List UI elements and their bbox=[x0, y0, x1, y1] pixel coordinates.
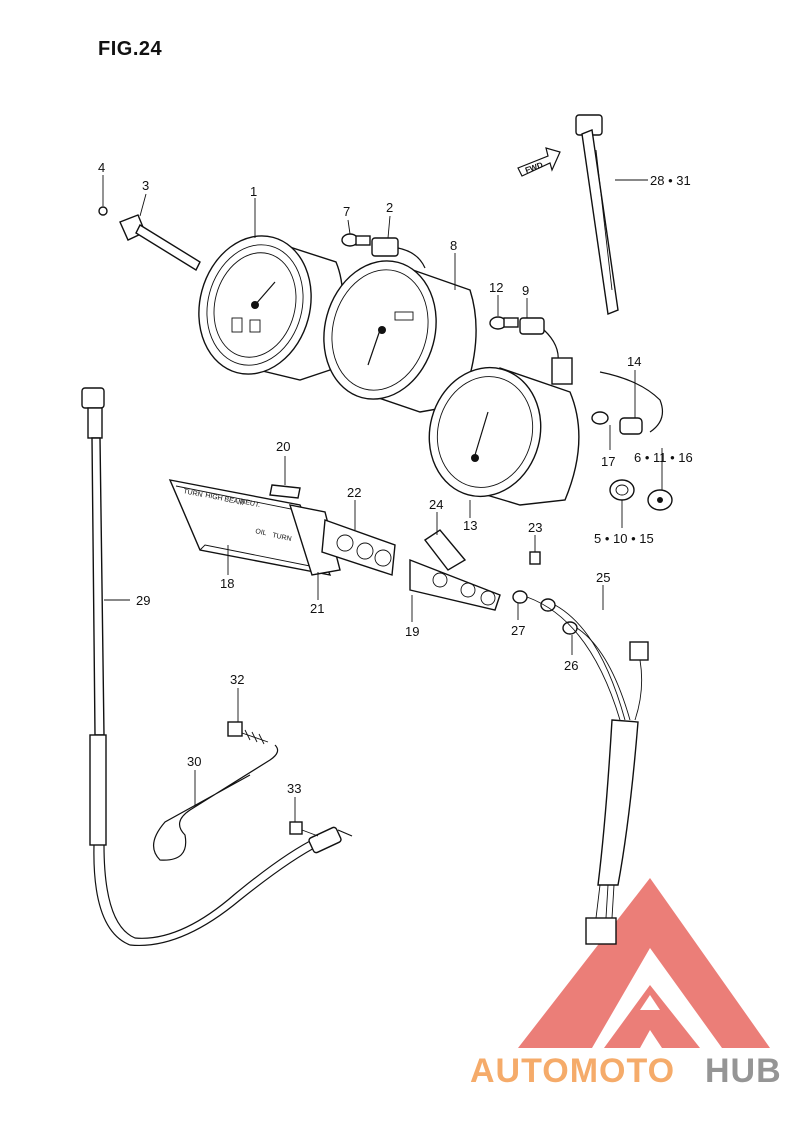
callout-25: 25 bbox=[596, 570, 610, 585]
callout-5-10-15: 5 • 10 • 15 bbox=[594, 531, 654, 546]
screw-23 bbox=[529, 551, 541, 565]
wiring-harness-25 bbox=[512, 590, 649, 945]
callout-33: 33 bbox=[287, 781, 301, 796]
callout-4: 4 bbox=[98, 160, 105, 175]
callout-21: 21 bbox=[310, 601, 324, 616]
socket-14 bbox=[591, 371, 663, 435]
spring-30 bbox=[153, 744, 279, 861]
callout-14: 14 bbox=[627, 354, 641, 369]
callout-24: 24 bbox=[429, 497, 443, 512]
callout-19: 19 bbox=[405, 624, 419, 639]
panel-label-neutral: NEUT. bbox=[240, 498, 261, 509]
cushion-6 bbox=[647, 489, 673, 511]
tachometer-gauge bbox=[198, 235, 344, 381]
holder-19 bbox=[409, 558, 501, 611]
watermark-text-secondary: HUB bbox=[705, 1052, 782, 1090]
callout-28-31: 28 • 31 bbox=[650, 173, 691, 188]
speedometer-gauge bbox=[323, 260, 477, 413]
callout-13: 13 bbox=[463, 518, 477, 533]
callout-8: 8 bbox=[450, 238, 457, 253]
callout-2: 2 bbox=[386, 200, 393, 215]
callout-26: 26 bbox=[564, 658, 578, 673]
watermark: AUTOMOTO HUB bbox=[470, 1052, 782, 1090]
socket-9 bbox=[519, 317, 573, 385]
figure-title: FIG.24 bbox=[98, 38, 163, 60]
speedometer-cable-29 bbox=[81, 387, 353, 947]
fuel-gauge bbox=[428, 366, 580, 506]
watermark-text-primary: AUTOMOTO bbox=[470, 1052, 675, 1090]
screw-4 bbox=[98, 206, 108, 216]
plate-22 bbox=[321, 519, 396, 576]
callout-32: 32 bbox=[230, 672, 244, 687]
screw-33 bbox=[289, 821, 319, 837]
bolt-32 bbox=[227, 721, 269, 745]
callout-17: 17 bbox=[601, 454, 615, 469]
panel-label-oil: OIL bbox=[255, 528, 268, 537]
callout-12: 12 bbox=[489, 280, 503, 295]
callout-9: 9 bbox=[522, 283, 529, 298]
socket-2 bbox=[371, 237, 426, 269]
fwd-arrow: FWD bbox=[517, 147, 561, 177]
callout-29: 29 bbox=[136, 593, 150, 608]
grommet-5 bbox=[609, 479, 635, 501]
callout-18: 18 bbox=[220, 576, 234, 591]
watermark-logo bbox=[518, 878, 770, 1048]
fwd-label: FWD bbox=[524, 160, 544, 175]
callout-20: 20 bbox=[276, 439, 290, 454]
cable-end-3 bbox=[119, 214, 201, 271]
callout-23: 23 bbox=[528, 520, 542, 535]
holder-20 bbox=[269, 484, 301, 499]
leader-lines bbox=[102, 175, 663, 822]
bulb-12 bbox=[489, 316, 519, 330]
panel-label-turn-right: TURN bbox=[272, 532, 292, 543]
callout-1: 1 bbox=[250, 184, 257, 199]
panel-label-turn-left: TURN bbox=[183, 488, 203, 499]
callout-27: 27 bbox=[511, 623, 525, 638]
callout-labels: 4 3 1 7 2 8 12 9 28 • 31 14 17 6 • 11 • … bbox=[98, 160, 693, 796]
callout-22: 22 bbox=[347, 485, 361, 500]
bulb-7 bbox=[341, 233, 371, 247]
cable-tie-28 bbox=[575, 114, 619, 315]
callout-6-11-16: 6 • 11 • 16 bbox=[634, 450, 693, 465]
callout-7: 7 bbox=[343, 204, 350, 219]
indicator-panel-18: TURN HIGH BEAM NEUT. OIL TURN bbox=[168, 479, 332, 576]
bracket-24 bbox=[423, 529, 467, 571]
callout-3: 3 bbox=[142, 178, 149, 193]
callout-30: 30 bbox=[187, 754, 201, 769]
